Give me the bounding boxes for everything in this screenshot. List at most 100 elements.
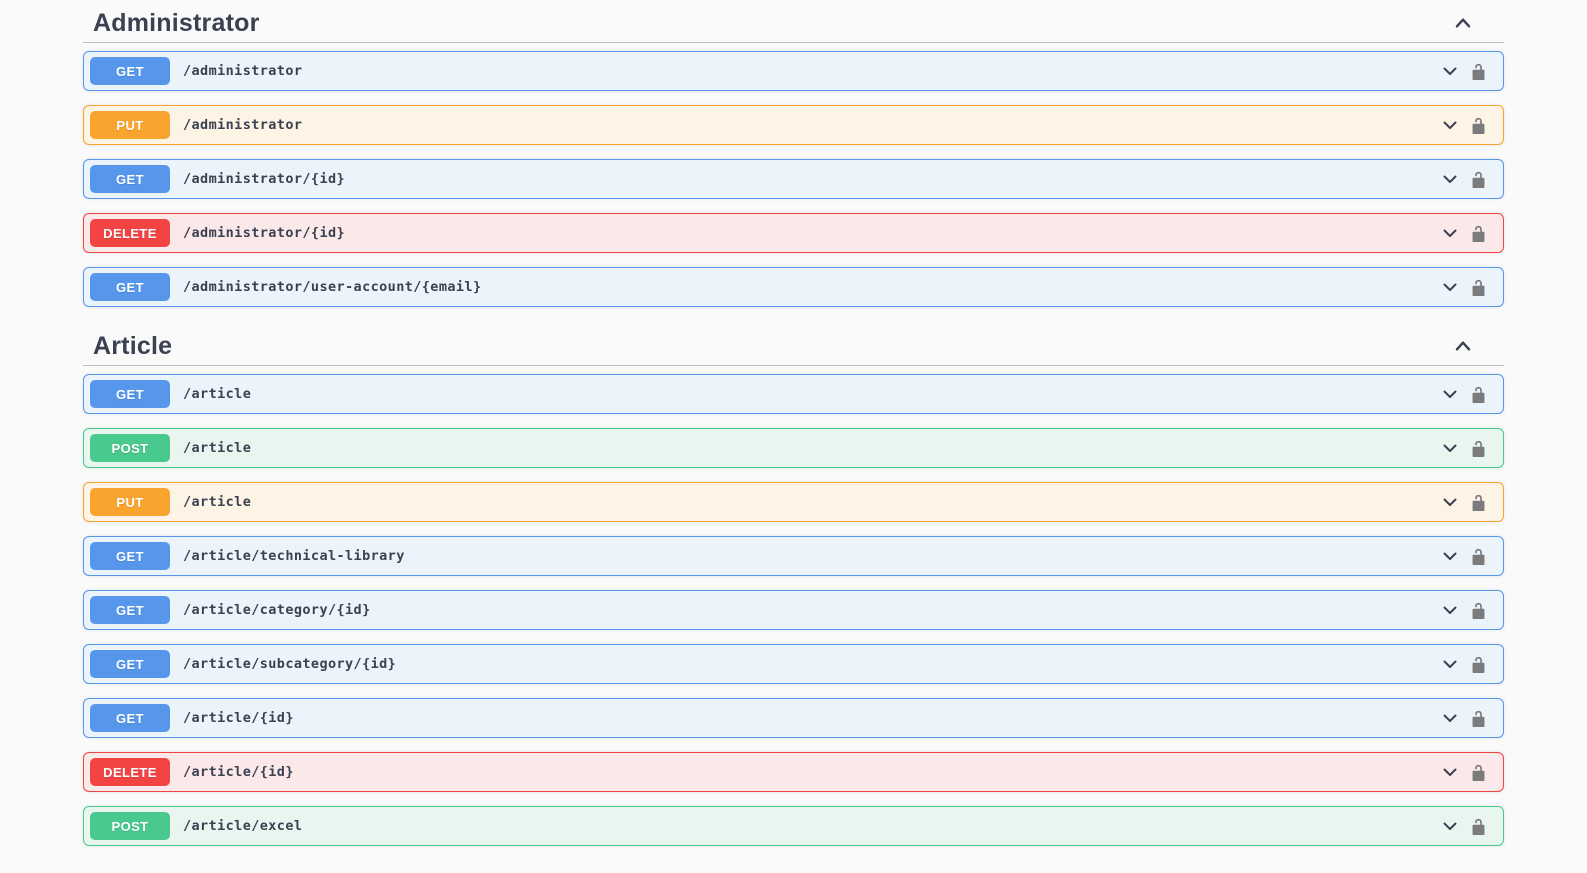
- expand-endpoint-button[interactable]: [1440, 708, 1460, 728]
- endpoint-row[interactable]: GET /article/subcategory/{id}: [83, 644, 1504, 684]
- section-title: Administrator: [93, 9, 260, 37]
- endpoint-path: /administrator/{id}: [183, 171, 346, 187]
- unlock-icon: [1470, 818, 1487, 835]
- endpoint-row[interactable]: GET /article/category/{id}: [83, 590, 1504, 630]
- chevron-down-icon: [1440, 61, 1460, 81]
- method-badge: GET: [90, 57, 170, 85]
- chevron-down-icon: [1440, 762, 1460, 782]
- row-actions: [1440, 816, 1487, 836]
- authorize-button[interactable]: [1470, 548, 1487, 565]
- section-title: Article: [93, 332, 173, 360]
- endpoint-row[interactable]: DELETE /article/{id}: [83, 752, 1504, 792]
- authorize-button[interactable]: [1470, 386, 1487, 403]
- unlock-icon: [1470, 386, 1487, 403]
- expand-endpoint-button[interactable]: [1440, 115, 1460, 135]
- expand-endpoint-button[interactable]: [1440, 223, 1460, 243]
- tag-section-header[interactable]: Administrator: [83, 0, 1504, 43]
- authorize-button[interactable]: [1470, 710, 1487, 727]
- chevron-down-icon: [1440, 438, 1460, 458]
- chevron-down-icon: [1440, 492, 1460, 512]
- method-badge: GET: [90, 704, 170, 732]
- expand-endpoint-button[interactable]: [1440, 492, 1460, 512]
- section-rows: GET /article POST /article: [83, 366, 1504, 846]
- collapse-section-button[interactable]: [1452, 335, 1474, 357]
- endpoint-path: /article: [183, 494, 252, 510]
- endpoint-row[interactable]: GET /article: [83, 374, 1504, 414]
- endpoint-path: /article/category/{id}: [183, 602, 371, 618]
- unlock-icon: [1470, 494, 1487, 511]
- row-actions: [1440, 115, 1487, 135]
- row-actions: [1440, 277, 1487, 297]
- endpoint-path: /article/{id}: [183, 764, 294, 780]
- chevron-down-icon: [1440, 277, 1460, 297]
- unlock-icon: [1470, 710, 1487, 727]
- authorize-button[interactable]: [1470, 171, 1487, 188]
- chevron-down-icon: [1440, 223, 1460, 243]
- method-badge: GET: [90, 380, 170, 408]
- expand-endpoint-button[interactable]: [1440, 762, 1460, 782]
- method-badge: GET: [90, 542, 170, 570]
- authorize-button[interactable]: [1470, 656, 1487, 673]
- method-badge: PUT: [90, 111, 170, 139]
- row-actions: [1440, 61, 1487, 81]
- method-badge: GET: [90, 273, 170, 301]
- authorize-button[interactable]: [1470, 279, 1487, 296]
- expand-endpoint-button[interactable]: [1440, 384, 1460, 404]
- row-actions: [1440, 654, 1487, 674]
- unlock-icon: [1470, 602, 1487, 619]
- chevron-up-icon: [1452, 335, 1474, 357]
- expand-endpoint-button[interactable]: [1440, 61, 1460, 81]
- endpoint-row[interactable]: GET /article/technical-library: [83, 536, 1504, 576]
- row-actions: [1440, 546, 1487, 566]
- chevron-down-icon: [1440, 654, 1460, 674]
- chevron-down-icon: [1440, 546, 1460, 566]
- row-actions: [1440, 492, 1487, 512]
- chevron-down-icon: [1440, 708, 1460, 728]
- endpoint-path: /administrator/user-account/{email}: [183, 279, 482, 295]
- endpoint-row[interactable]: GET /administrator: [83, 51, 1504, 91]
- method-badge: POST: [90, 434, 170, 462]
- authorize-button[interactable]: [1470, 225, 1487, 242]
- chevron-down-icon: [1440, 600, 1460, 620]
- authorize-button[interactable]: [1470, 494, 1487, 511]
- section-rows: GET /administrator PUT /administrator: [83, 43, 1504, 307]
- endpoint-row[interactable]: POST /article/excel: [83, 806, 1504, 846]
- authorize-button[interactable]: [1470, 440, 1487, 457]
- authorize-button[interactable]: [1470, 602, 1487, 619]
- method-badge: GET: [90, 650, 170, 678]
- expand-endpoint-button[interactable]: [1440, 546, 1460, 566]
- endpoint-row[interactable]: POST /article: [83, 428, 1504, 468]
- authorize-button[interactable]: [1470, 117, 1487, 134]
- expand-endpoint-button[interactable]: [1440, 600, 1460, 620]
- authorize-button[interactable]: [1470, 764, 1487, 781]
- authorize-button[interactable]: [1470, 818, 1487, 835]
- collapse-section-button[interactable]: [1452, 12, 1474, 34]
- endpoint-path: /article: [183, 440, 252, 456]
- expand-endpoint-button[interactable]: [1440, 277, 1460, 297]
- endpoint-row[interactable]: PUT /article: [83, 482, 1504, 522]
- row-actions: [1440, 600, 1487, 620]
- expand-endpoint-button[interactable]: [1440, 438, 1460, 458]
- endpoint-row[interactable]: DELETE /administrator/{id}: [83, 213, 1504, 253]
- endpoint-row[interactable]: GET /article/{id}: [83, 698, 1504, 738]
- expand-endpoint-button[interactable]: [1440, 816, 1460, 836]
- endpoint-path: /administrator/{id}: [183, 225, 346, 241]
- chevron-down-icon: [1440, 816, 1460, 836]
- row-actions: [1440, 384, 1487, 404]
- unlock-icon: [1470, 440, 1487, 457]
- expand-endpoint-button[interactable]: [1440, 654, 1460, 674]
- endpoint-row[interactable]: PUT /administrator: [83, 105, 1504, 145]
- tag-section: Administrator GET /administrator: [83, 0, 1504, 307]
- expand-endpoint-button[interactable]: [1440, 169, 1460, 189]
- row-actions: [1440, 762, 1487, 782]
- row-actions: [1440, 169, 1487, 189]
- row-actions: [1440, 223, 1487, 243]
- endpoint-path: /article/technical-library: [183, 548, 405, 564]
- tag-section-header[interactable]: Article: [83, 323, 1504, 366]
- endpoint-row[interactable]: GET /administrator/user-account/{email}: [83, 267, 1504, 307]
- endpoint-row[interactable]: GET /administrator/{id}: [83, 159, 1504, 199]
- unlock-icon: [1470, 279, 1487, 296]
- method-badge: GET: [90, 165, 170, 193]
- authorize-button[interactable]: [1470, 63, 1487, 80]
- method-badge: PUT: [90, 488, 170, 516]
